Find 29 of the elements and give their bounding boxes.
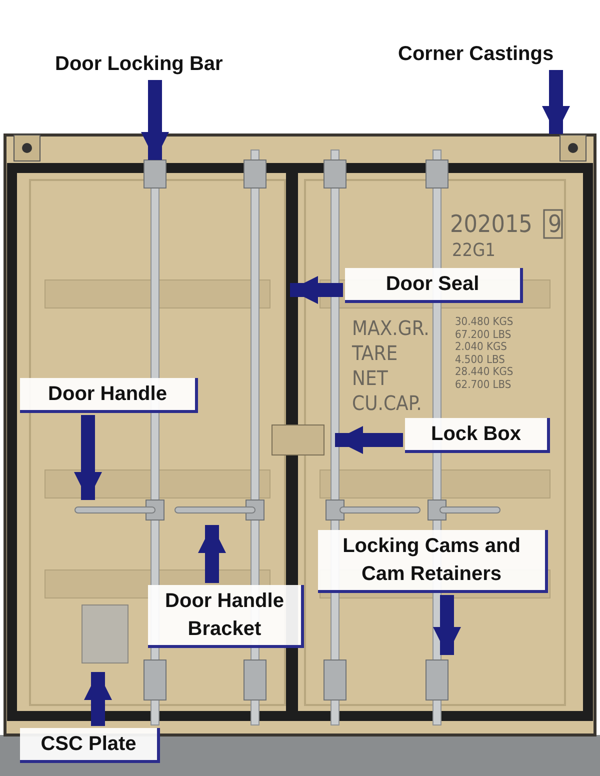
arrow bbox=[198, 525, 226, 583]
arrow bbox=[542, 70, 570, 134]
container-marking: CU.CAP. bbox=[352, 393, 422, 413]
container-marking: 22G1 bbox=[452, 242, 496, 260]
callout-label: Door Handle bbox=[20, 378, 198, 413]
container-marking: TARE bbox=[352, 343, 398, 363]
callout-label: Door Seal bbox=[345, 268, 523, 303]
container-marking: 28.440 KGS bbox=[455, 366, 514, 377]
arrow bbox=[141, 80, 169, 160]
container-marking: 9 bbox=[548, 212, 562, 236]
callout-text: Door Locking Bar bbox=[55, 50, 255, 78]
callout-label: CSC Plate bbox=[20, 728, 160, 763]
callout-label: Locking Cams and Cam Retainers bbox=[318, 530, 548, 593]
container-marking: 62.700 LBS bbox=[455, 379, 512, 390]
callout-label: Door Handle Bracket bbox=[148, 585, 304, 648]
arrow bbox=[74, 415, 102, 500]
container-marking: NET bbox=[352, 368, 388, 388]
arrow bbox=[84, 672, 112, 726]
callout-label: Lock Box bbox=[405, 418, 550, 453]
container-marking: MAX.GR. bbox=[352, 318, 430, 338]
container-marking: 4.500 LBS bbox=[455, 354, 505, 365]
container-marking: 67.200 LBS bbox=[455, 329, 512, 340]
arrow bbox=[433, 595, 461, 655]
arrow bbox=[290, 276, 343, 304]
callout-text: Corner Castings bbox=[398, 40, 570, 68]
arrow bbox=[335, 426, 403, 454]
container-marking: 202015 bbox=[450, 212, 532, 236]
container-marking: 2.040 KGS bbox=[455, 341, 507, 352]
container-marking: 30.480 KGS bbox=[455, 316, 514, 327]
